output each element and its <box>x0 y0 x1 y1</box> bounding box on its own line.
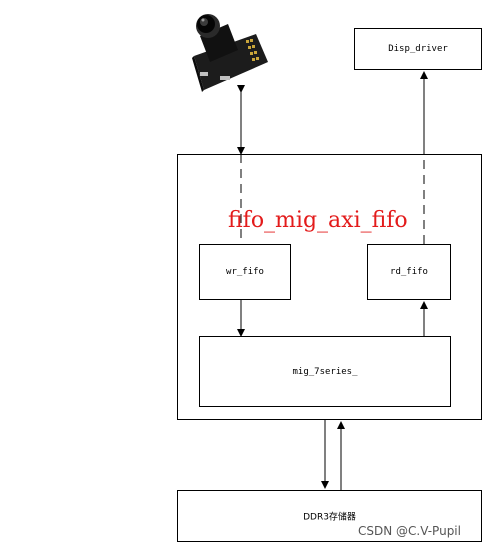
disp-driver-label: Disp_driver <box>388 44 448 54</box>
ddr3-memory-box: DDR3存储器 <box>177 490 482 542</box>
wr-fifo-box: wr_fifo <box>199 244 291 300</box>
ddr3-memory-label: DDR3存储器 <box>303 512 356 523</box>
mig-7series-label: mig_7series_ <box>292 366 358 377</box>
disp-driver-box: Disp_driver <box>354 28 482 70</box>
module-title: fifo_mig_axi_fifo <box>228 208 408 233</box>
watermark-text: CSDN @C.V-Pupil <box>358 524 461 538</box>
rd-fifo-box: rd_fifo <box>367 244 451 300</box>
rd-fifo-label: rd_fifo <box>390 267 428 277</box>
wr-fifo-label: wr_fifo <box>226 267 264 277</box>
mig-7series-box: mig_7series_ <box>199 336 451 407</box>
camera-module-icon <box>192 14 268 92</box>
